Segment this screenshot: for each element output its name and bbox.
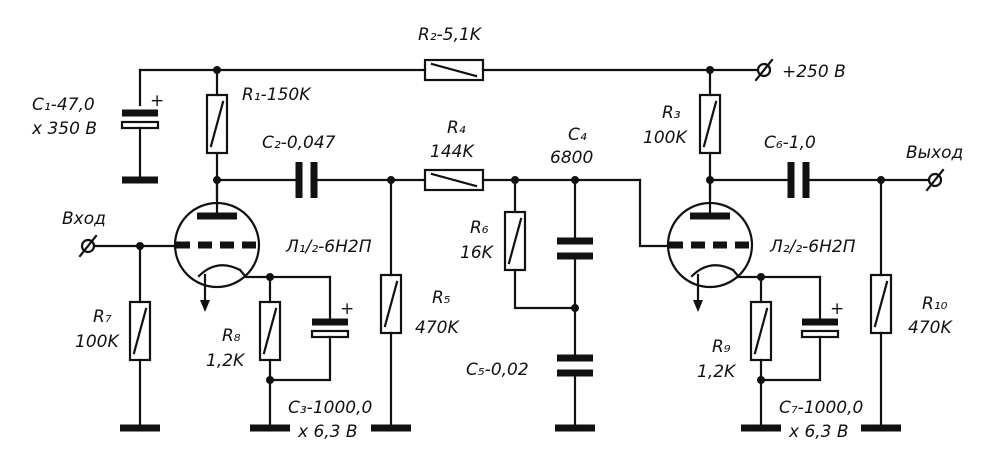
c6-label: C₆-1,0	[764, 133, 816, 153]
vacuum-tube-1	[173, 178, 272, 312]
r9-label-name: R₉	[712, 337, 731, 357]
supply-terminal	[754, 58, 774, 82]
input-label: Вход	[62, 209, 106, 229]
r6-label-value: 16K	[460, 243, 495, 263]
r4-label-value: 144K	[430, 142, 475, 162]
c7-label-value: C₇-1000,0	[779, 398, 863, 418]
r4-label-name: R₄	[447, 118, 466, 138]
output-terminal	[925, 168, 945, 192]
r1-label: R₁-150K	[242, 85, 312, 105]
r8-label-name: R₈	[222, 326, 241, 346]
capacitor-c7	[759, 275, 840, 382]
resistor-r10	[861, 178, 901, 432]
c3-plus: +	[340, 299, 354, 319]
r7-label-name: R₇	[93, 307, 112, 327]
r10-label-value: 470K	[908, 318, 953, 338]
c5-label: C₅-0,02	[466, 360, 529, 380]
tube1-label: Л₁/₂-6Н2П	[285, 237, 372, 257]
r3-label-value: 100K	[643, 128, 688, 148]
r9-label-value: 1,2K	[697, 362, 737, 382]
tube2-label: Л₂/₂-6Н2П	[769, 237, 856, 257]
capacitor-c3	[268, 275, 350, 382]
resistor-r6	[503, 178, 577, 310]
c3-label-value: C₃-1000,0	[288, 398, 372, 418]
resistor-r4	[423, 168, 642, 192]
c3-label-rating: x 6,3 B	[297, 422, 358, 442]
capacitor-c6	[708, 162, 930, 198]
c1-label-rating: x 350 B	[31, 119, 97, 139]
c7-label-rating: x 6,3 B	[788, 422, 849, 442]
c2-label: C₂-0,047	[262, 133, 336, 153]
resistor-r5	[371, 178, 411, 432]
c4-label-name: C₄	[568, 125, 587, 145]
output-label: Выход	[906, 143, 963, 163]
r6-label-name: R₆	[470, 218, 489, 238]
resistor-r2	[423, 58, 485, 82]
capacitor-c2	[215, 162, 427, 198]
grid2-wire	[638, 178, 674, 248]
r5-label-name: R₅	[432, 288, 451, 308]
vacuum-tube-2	[666, 178, 822, 312]
c1-label-value: C₁-47,0	[32, 95, 95, 115]
c4-label-value: 6800	[550, 148, 593, 168]
r2-label: R₂-5,1K	[418, 25, 483, 45]
resistor-r8	[250, 275, 290, 432]
r10-label-name: R₁₀	[922, 294, 948, 314]
resistor-r9	[741, 275, 781, 432]
supply-label: +250 B	[782, 62, 846, 82]
c7-plus: +	[830, 299, 844, 319]
capacitor-c1	[120, 109, 160, 184]
c1-plus: +	[150, 91, 164, 111]
input-terminal	[78, 234, 177, 258]
r3-label-name: R₃	[662, 103, 681, 123]
r8-label-value: 1,2K	[206, 351, 246, 371]
r7-label-value: 100K	[75, 332, 120, 352]
resistor-r7	[120, 244, 160, 432]
capacitor-c5	[555, 354, 595, 432]
r5-label-value: 470K	[415, 318, 460, 338]
supply-rail	[138, 68, 759, 107]
capacitor-c4	[557, 178, 593, 357]
